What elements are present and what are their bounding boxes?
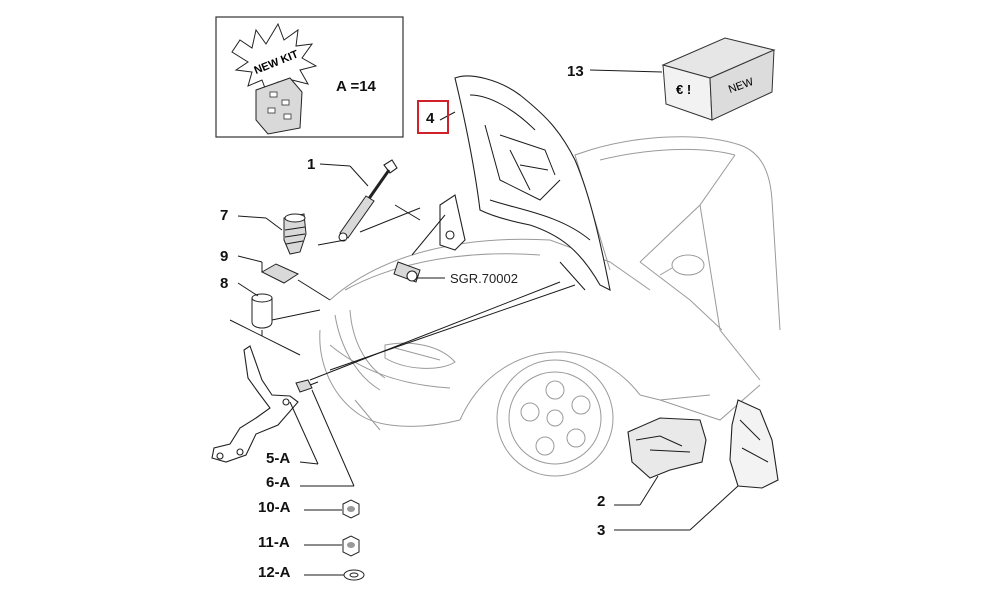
- callout-5a: 5-A: [266, 450, 290, 467]
- callout-6a: 6-A: [266, 474, 290, 491]
- cover-part-3: [729, 399, 779, 489]
- leader-lines: [229, 69, 739, 576]
- callout-4-highlight-box: [417, 100, 449, 134]
- callout-13: 13: [567, 63, 584, 80]
- sgr-tool-part: SGR.70002: [393, 261, 518, 286]
- reference-code-label: SGR.70002: [450, 271, 518, 286]
- euro-symbol-text: € !: [676, 82, 691, 97]
- nut-part-11a: [342, 535, 360, 557]
- kit-quantity-label: A =14: [336, 78, 377, 95]
- hood-hinge-assembly: [411, 194, 586, 291]
- nut-part-10a: [342, 499, 360, 519]
- washer-part-12a: [343, 569, 365, 581]
- clip-part: [260, 263, 300, 284]
- cap-part: [251, 293, 273, 336]
- callout-labels: 13 4 1 7 9 8 5-A 6-A 10-A 11-A 12-A 2 3: [220, 63, 605, 581]
- callout-7: 7: [220, 207, 228, 224]
- callout-10a: 10-A: [258, 499, 291, 516]
- callout-9: 9: [220, 248, 228, 265]
- hood-hinge-bracket-part: [211, 345, 299, 463]
- kit-box: NEW KIT A =14: [215, 16, 404, 138]
- callout-2: 2: [597, 493, 605, 510]
- bonnet-hood-part: [454, 75, 611, 291]
- callout-11a: 11-A: [258, 534, 290, 551]
- car-body-outline: [309, 136, 781, 477]
- callout-8: 8: [220, 275, 228, 292]
- gas-strut-part: [338, 159, 398, 242]
- callout-3: 3: [597, 522, 605, 539]
- new-replacement-box: € ! NEW: [661, 37, 776, 121]
- callout-12a: 12-A: [258, 564, 291, 581]
- cover-part-2: [627, 417, 707, 479]
- kit-packet-icon: [255, 77, 303, 135]
- bolt-part: [295, 379, 319, 393]
- callout-1: 1: [307, 156, 315, 173]
- rubber-buffer-part: [283, 213, 307, 255]
- new-kit-burst-icon: [231, 22, 318, 98]
- callout-4: 4: [426, 110, 435, 127]
